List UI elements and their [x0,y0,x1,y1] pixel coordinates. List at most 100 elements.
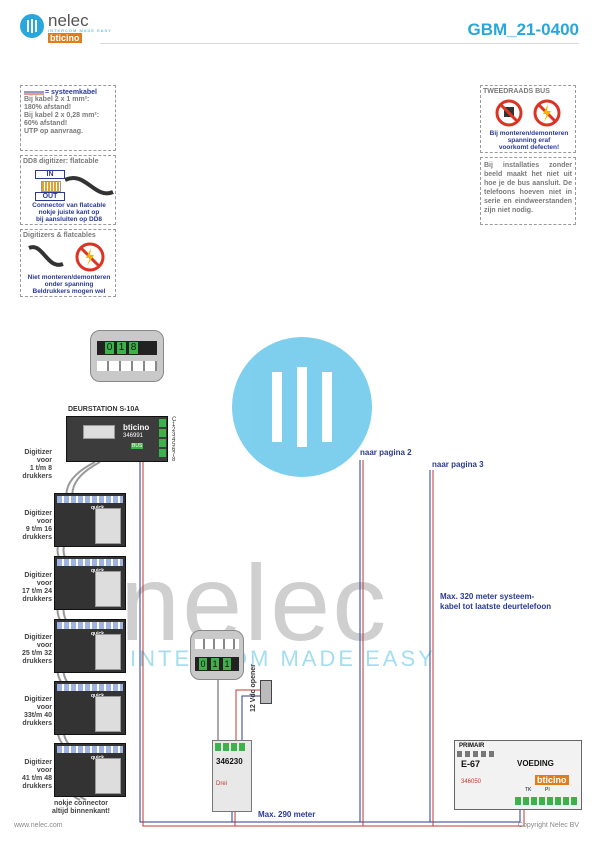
digitizers-title: Digitizers & flatcables [23,232,96,239]
note-two-wire: TWEEDRAADS BUS Bij monteren/demonteren s… [480,85,576,153]
terminal-label: 7 [172,452,176,458]
display-digit: 1 [117,342,126,354]
two-wire-caption-line: Bij monteren/demonteren [489,130,569,137]
lock-module-brand: Drei [216,781,228,787]
door-opener [260,680,272,704]
digitizer-label-line: 17 t/m 24 [22,588,52,595]
terminal [159,419,166,427]
two-wire-caption: Bij monteren/demonteren spanning eraf vo… [483,130,575,151]
door-station-bus-label: BUS [131,443,144,449]
power-terminal-label: PI [545,787,550,793]
digitizer-label-line: voor [36,767,52,774]
system-cable-title: = systeemkabel [45,89,97,96]
terminal [159,439,166,447]
watermark-circle [232,337,372,477]
lock-module-article: 346230 [216,757,243,766]
display-digit: 1 [223,658,231,670]
no-voltage-icon [75,242,105,272]
digitizer-label-line: 9 t/m 16 [25,526,52,533]
lock-display-screen: 0 1 1 [195,657,239,671]
dd8-caption: Connector van flatcable nokje juiste kan… [23,202,115,223]
terminal-label: C [172,417,177,423]
logo-brand: nelec [48,11,89,30]
logo-sub: bticino [48,33,82,43]
terminal-label: 1 [172,422,176,428]
terminal [159,449,166,457]
door-station-display [83,425,115,439]
watermark-tagline: INTERCOM MADE EASY [130,646,436,671]
system-cable-title-row: = systeemkabel [24,89,112,96]
display-digit: 1 [211,658,219,670]
page3-label: naar pagina 3 [432,460,484,469]
digitizer-label-line: drukkers [22,473,52,480]
note-install: Bij installaties zonder beeld maakt het … [480,157,576,225]
terminal-label: 5 [172,442,176,448]
digitizer-label-line: voor [36,580,52,587]
power-supply: PRIMAIR E-67 VOEDING 346050 bticino TK P… [454,740,582,810]
dd8-caption-line: nokje juiste kant op [38,209,100,216]
dd8-out-label: OUT [35,192,65,201]
install-text: Bij installaties zonder beeld maakt het … [484,162,572,214]
connector-note-line: altijd binnenkant! [52,808,110,815]
door-station-terminal-labels: C 1 2 3 4 5 6 7 8 [172,417,177,463]
dd8-in-label: IN [35,170,65,179]
power-primary-terminals [457,751,497,757]
power-brand: bticino [535,775,569,785]
digitizer-label-line: drukkers [22,596,52,603]
digitizer-label-line: Digitizer [24,759,52,766]
opener-label: 12 Vdc opener [250,664,257,712]
lock-module: 346230 Drei [212,740,252,812]
logo-tagline: INTERCOM MADE EASY [48,28,112,33]
door-station: bticino 346991 BUS [66,416,168,462]
system-cable-line: UTP op aanvraag. [24,128,84,135]
digitizer-module: quick [54,493,126,547]
no-plug-icon [495,99,523,127]
doc-code: GBM_21-0400 [467,20,579,39]
digitizer-label-line: drukkers [22,783,52,790]
terminal [159,429,166,437]
digitizer-label-line: 1 t/m 8 [29,465,52,472]
no-voltage-icon [533,99,561,127]
digitizer-label-line: 25 t/m 32 [22,650,52,657]
display-digit: 0 [199,658,207,670]
flatcable-icon [28,245,64,267]
door-display-keys [97,361,157,371]
footer-website[interactable]: www.nelec.com [14,822,63,829]
digitizer-module: quick [54,681,126,735]
dd8-connector-icon [41,181,61,192]
note-digitizers: Digitizers & flatcables Niet monteren/de… [20,229,116,297]
digitizer-label-line: Digitizer [24,634,52,641]
system-cable-line: 180% afstand! [24,104,72,111]
max320-line: kabel tot laatste deurtelefoon [440,602,552,611]
bus-wire [139,458,525,827]
power-title: VOEDING [517,759,554,768]
digitizers-caption: Niet monteren/demonteren onder spanning … [23,274,115,295]
terminal-label: 8 [172,457,176,463]
flatcable-icon [65,176,114,196]
digitizer-module: quick [54,619,126,673]
power-terminal-label: TK [525,787,532,793]
display-digit: 8 [129,342,138,354]
lock-display-zoom: 0 1 1 [190,630,244,680]
terminal-label: 4 [172,437,176,443]
power-article: 346050 [461,779,482,785]
two-wire-caption-line: spanning eraf [507,137,551,144]
watermark-logo-icon [272,367,332,447]
digitizer-label-line: voor [36,457,52,464]
digitizer-label-line: voor [36,642,52,649]
footer-copyright: Copyright Nelec BV [517,822,579,829]
watermark-brand: nelec [120,542,389,663]
display-digit: 0 [105,342,114,354]
digitizer-label-line: drukkers [22,720,52,727]
digitizers-caption-line: onder spanning [44,281,94,288]
cable-icon [24,91,44,94]
door-display-zoom: 0 1 8 [90,330,164,382]
door-display-screen: 0 1 8 [97,341,157,355]
door-station-brand: bticino [123,423,150,432]
digitizer-label-line: Digitizer [24,449,52,456]
digitizer-label-line: Digitizer [24,696,52,703]
system-cable-line: 60% afstand! [24,120,68,127]
